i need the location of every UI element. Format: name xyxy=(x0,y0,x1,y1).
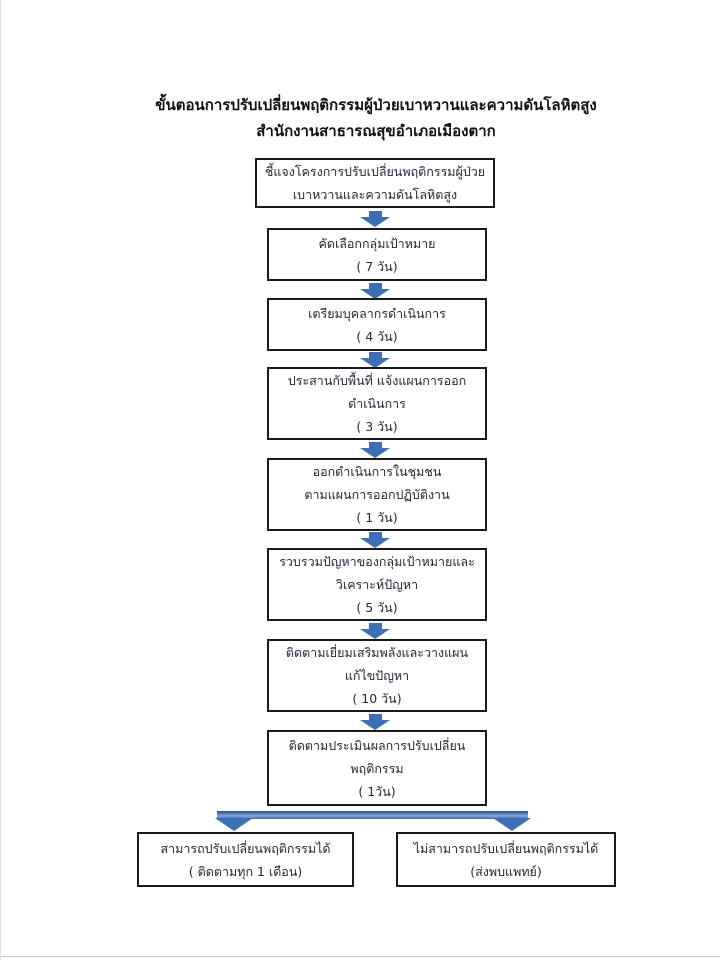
down-arrow-icon xyxy=(360,442,390,458)
step-duration: ( 1วัน) xyxy=(358,783,396,799)
down-arrow-icon xyxy=(360,714,390,730)
step-duration: ( 10 วัน) xyxy=(352,691,402,706)
flow-step-5: ออกดำเนินการในชุมชน ตามแผนการออกปฏิบัติง… xyxy=(267,458,487,531)
step-text: ตามแผนการออกปฏิบัติงาน xyxy=(304,487,450,502)
step-text: ชี้แจงโครงการปรับเปลี่ยนพฤติกรรมผู้ป่วย xyxy=(264,164,486,179)
viewer-bottom-edge-line xyxy=(0,956,720,957)
step-duration: ( 4 วัน) xyxy=(356,328,398,344)
step-text: เตรียมบุคลากรดำเนินการ xyxy=(308,305,446,321)
step-text: ติดตามเยี่ยมเสริมพลังและวางแผน xyxy=(285,645,469,660)
step-duration: ( 7 วัน) xyxy=(356,258,398,274)
step-text: คัดเลือกกลุ่มเป้าหมาย xyxy=(318,235,436,251)
diagram-title-line-2: สำนักงานสาธารณสุขอำเภอเมืองตาก xyxy=(256,122,496,140)
flow-step-8: ติดตามประเมินผลการปรับเปลี่ยน พฤติกรรม (… xyxy=(267,730,487,806)
down-arrow-icon xyxy=(360,352,390,368)
step-text: เบาหวานและความดันโลหิตสูง xyxy=(292,187,458,202)
step-text: แก้ไขปัญหา xyxy=(344,668,410,683)
flow-step-4: ประสานกับพื้นที่ แจ้งแผนการออก ดำเนินการ… xyxy=(267,367,487,440)
flow-step-2: คัดเลือกกลุ่มเป้าหมาย ( 7 วัน) xyxy=(267,228,487,281)
flow-step-3: เตรียมบุคลากรดำเนินการ ( 4 วัน) xyxy=(267,298,487,351)
down-arrow-icon xyxy=(360,623,390,639)
diagram-title: ขั้นตอนการปรับเปลี่ยนพฤติกรรมผู้ป่วยเบาห… xyxy=(16,92,720,144)
step-text: วิเคราะห์ปัญหา xyxy=(335,577,419,592)
outcome-box-failure: ไม่สามารถปรับเปลี่ยนพฤติกรรมได้ (ส่งพบแพ… xyxy=(396,832,616,887)
down-arrow-icon xyxy=(360,532,390,548)
outcome-text: ไม่สามารถปรับเปลี่ยนพฤติกรรมได้ xyxy=(413,840,599,856)
outcome-note: ( ติดตามทุก 1 เดือน) xyxy=(188,863,303,879)
step-duration: ( 3 วัน) xyxy=(356,419,398,434)
diagram-title-line-1: ขั้นตอนการปรับเปลี่ยนพฤติกรรมผู้ป่วยเบาห… xyxy=(155,96,597,114)
step-text: พฤติกรรม xyxy=(350,760,404,776)
down-arrow-icon xyxy=(360,211,390,227)
step-text: ดำเนินการ xyxy=(348,396,406,411)
branch-connector-bar xyxy=(217,811,528,819)
branch-arrow-right-icon xyxy=(493,818,531,831)
outcome-text: สามารถปรับเปลี่ยนพฤติกรรมได้ xyxy=(160,840,331,856)
branch-arrow-left-icon xyxy=(215,818,253,831)
flow-step-7: ติดตามเยี่ยมเสริมพลังและวางแผน แก้ไขปัญห… xyxy=(267,639,487,712)
outcome-box-success: สามารถปรับเปลี่ยนพฤติกรรมได้ ( ติดตามทุก… xyxy=(137,832,354,887)
viewer-left-edge-line xyxy=(0,0,1,960)
flow-step-6: รวบรวมปัญหาของกลุ่มเป้าหมายและ วิเคราะห์… xyxy=(267,548,487,621)
step-text: ประสานกับพื้นที่ แจ้งแผนการออก xyxy=(287,373,467,388)
outcome-note: (ส่งพบแพทย์) xyxy=(470,863,542,879)
step-text: ติดตามประเมินผลการปรับเปลี่ยน xyxy=(288,737,466,753)
step-duration: ( 5 วัน) xyxy=(356,600,398,615)
down-arrow-icon xyxy=(360,283,390,299)
step-text: รวบรวมปัญหาของกลุ่มเป้าหมายและ xyxy=(279,554,475,569)
flow-step-1: ชี้แจงโครงการปรับเปลี่ยนพฤติกรรมผู้ป่วย … xyxy=(255,158,495,208)
step-text: ออกดำเนินการในชุมชน xyxy=(312,464,442,479)
step-duration: ( 1 วัน) xyxy=(356,510,398,525)
